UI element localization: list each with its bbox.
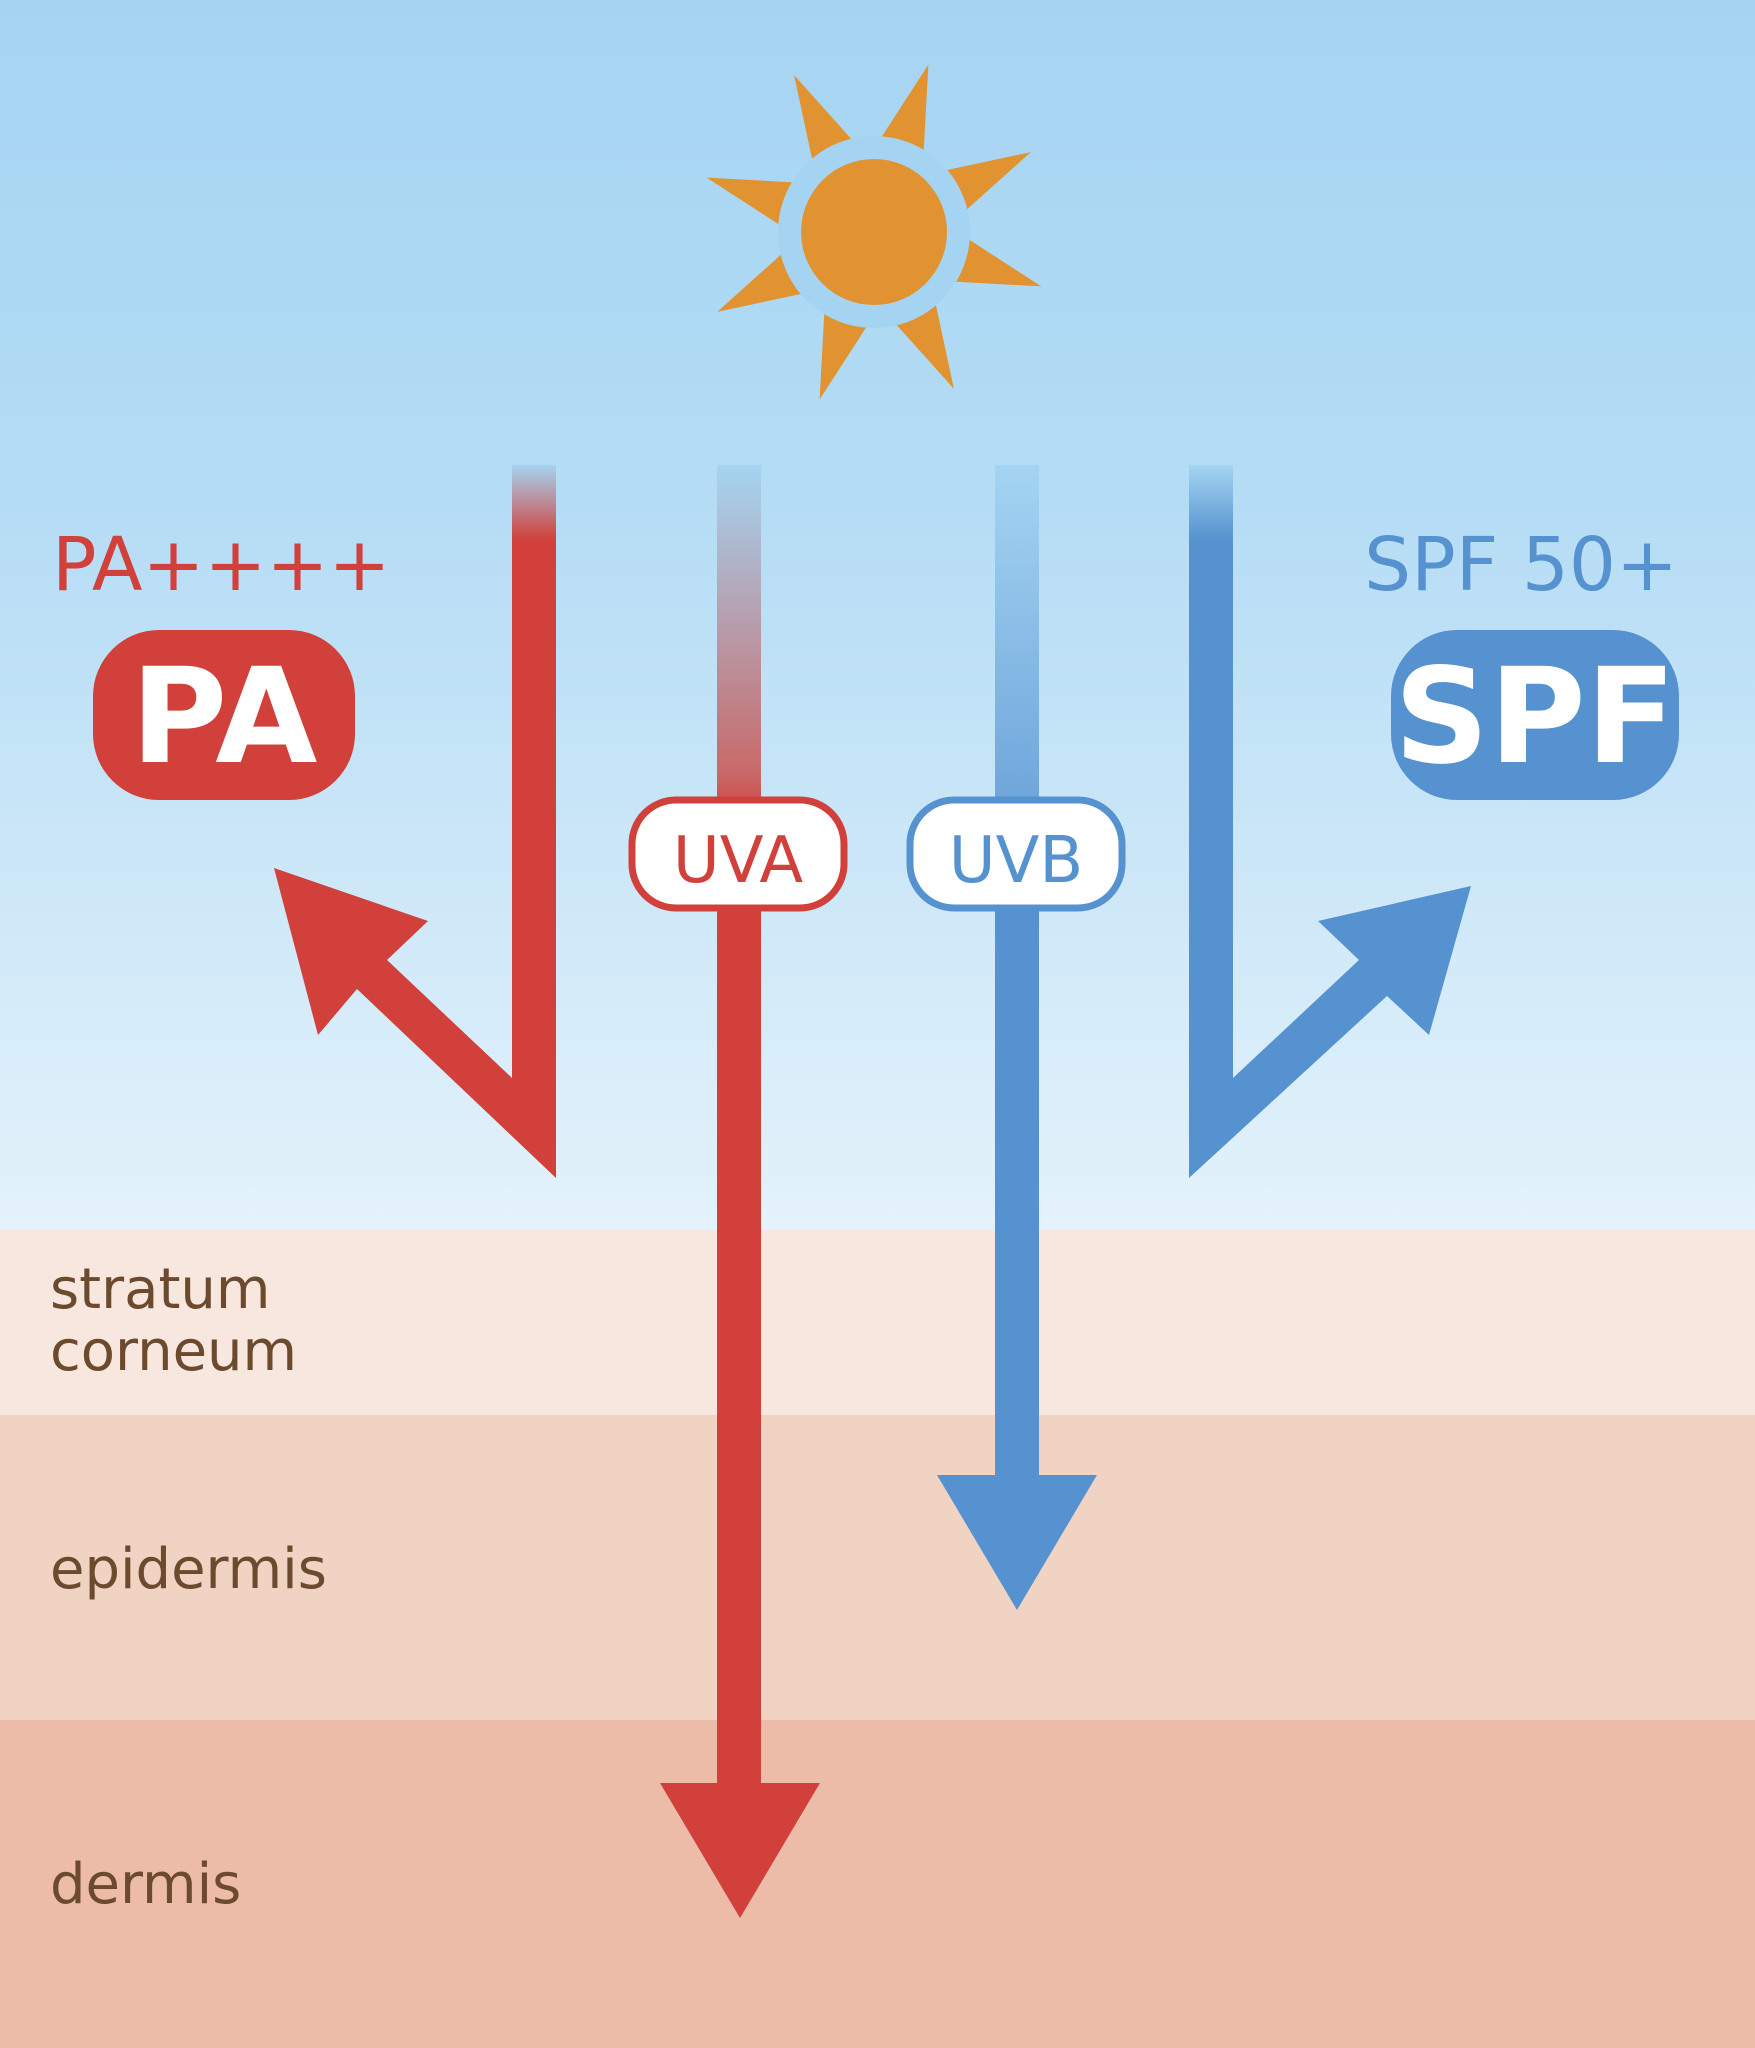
uva-label-pill: UVA xyxy=(628,796,848,912)
dermis-label: dermis xyxy=(50,1852,241,1917)
spf-badge: SPF xyxy=(1391,630,1679,800)
sun-ray xyxy=(706,177,802,229)
dermis-layer xyxy=(0,1720,1755,2048)
uvb-penetrating-arrow xyxy=(937,465,1097,1610)
sun-ray xyxy=(819,304,871,400)
uvb-reflected-arrow xyxy=(1189,465,1471,1178)
uvb-label: UVB xyxy=(949,824,1084,898)
uva-reflected-arrow xyxy=(274,465,556,1178)
stratum-corneum-label-line2: corneum xyxy=(50,1319,297,1384)
uvb-label-pill: UVB xyxy=(906,796,1126,912)
uva-penetrating-arrow xyxy=(660,465,820,1918)
sun-ray xyxy=(877,64,929,160)
sun-icon xyxy=(706,64,1042,400)
uva-label: UVA xyxy=(673,824,804,898)
epidermis-label: epidermis xyxy=(50,1537,327,1602)
pa-rating: PA++++ xyxy=(52,522,391,608)
stratum-corneum-label-line1: stratum xyxy=(50,1257,270,1322)
pa-badge: PA xyxy=(93,630,355,800)
epidermis-layer xyxy=(0,1415,1755,1720)
pa-badge-label: PA xyxy=(131,640,318,794)
stratum-corneum-layer xyxy=(0,1230,1755,1415)
sun-ray xyxy=(946,235,1042,287)
spf-rating: SPF 50+ xyxy=(1364,522,1678,608)
sun-disc xyxy=(801,159,947,305)
spf-badge-label: SPF xyxy=(1394,640,1676,794)
